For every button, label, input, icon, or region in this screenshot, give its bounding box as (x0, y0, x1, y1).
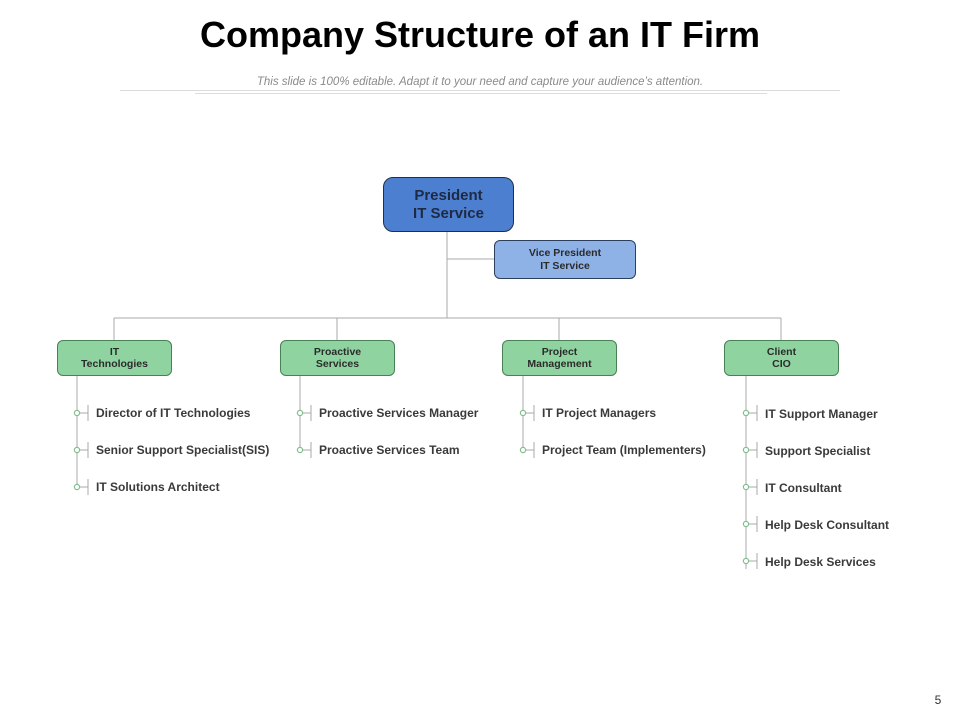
vice-president-node[interactable]: Vice President IT Service (494, 240, 636, 279)
role-item: Senior Support Specialist(SIS) (96, 443, 270, 457)
dept-2-item-1-connector (296, 405, 312, 421)
department-node-project-management[interactable]: Project Management (502, 340, 617, 376)
dept-3-item-2-connector (519, 442, 535, 458)
slide-subtitle: This slide is 100% editable. Adapt it to… (256, 76, 704, 88)
department-label-line2: Technologies (81, 358, 148, 370)
dept-4-item-1-connector (742, 405, 758, 421)
page-number: 5 (934, 693, 942, 707)
dept-1-item-3-connector (73, 479, 89, 495)
role-item: IT Solutions Architect (96, 480, 220, 494)
role-item: Proactive Services Team (319, 443, 460, 457)
department-node-proactive-services[interactable]: Proactive Services (280, 340, 395, 376)
subtitle-divider-top (120, 90, 840, 91)
role-item: Proactive Services Manager (319, 406, 479, 420)
role-item: Help Desk Services (765, 555, 876, 569)
role-item: Director of IT Technologies (96, 406, 251, 420)
role-item: IT Consultant (765, 481, 842, 495)
department-label-line1: Project (541, 345, 578, 358)
role-item: Help Desk Consultant (765, 518, 890, 532)
department-label-line1: Client (766, 345, 797, 358)
subtitle-divider-bottom (195, 93, 767, 94)
department-label-line1: IT (109, 345, 120, 358)
role-item: IT Support Manager (765, 407, 878, 421)
dept-4-item-5-connector (742, 553, 758, 569)
dept-4-item-2-connector (742, 442, 758, 458)
president-title: President (414, 187, 483, 205)
dept-1-item-2-connector (73, 442, 89, 458)
vice-president-subtitle: IT Service (540, 259, 590, 272)
dept-1-item-1-connector (73, 405, 89, 421)
role-item: Support Specialist (765, 444, 871, 458)
dept-3-item-1-connector (519, 405, 535, 421)
department-label-line2: Management (527, 358, 592, 370)
dept-4-item-4-connector (742, 516, 758, 532)
dept-4-item-3-connector (742, 479, 758, 495)
department-node-it-technologies[interactable]: IT Technologies (57, 340, 172, 376)
role-item: IT Project Managers (542, 406, 657, 420)
president-node[interactable]: President IT Service (383, 177, 514, 232)
department-node-client-cio[interactable]: Client CIO (724, 340, 839, 376)
role-item: Project Team (Implementers) (542, 443, 706, 457)
vice-president-title: Vice President (528, 247, 602, 260)
president-subtitle: IT Service (413, 204, 484, 222)
department-label-line2: Services (315, 358, 360, 370)
department-label-line2: CIO (772, 358, 791, 370)
slide-title: Company Structure of an IT Firm (199, 14, 761, 55)
department-label-line1: Proactive (313, 345, 362, 358)
dept-2-item-2-connector (296, 442, 312, 458)
